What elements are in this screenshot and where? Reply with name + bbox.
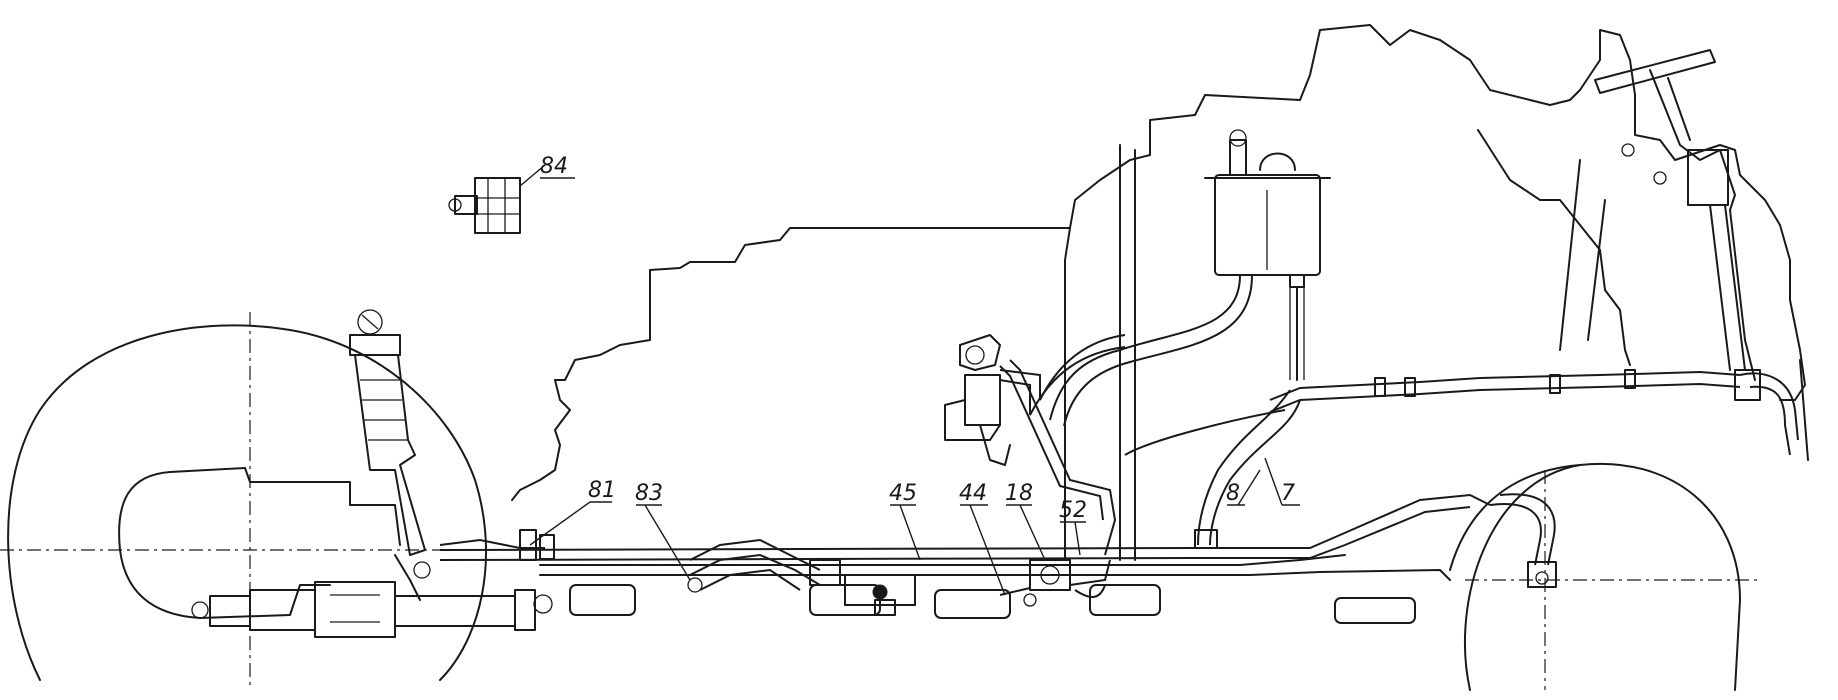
callout-84-label: 84 bbox=[540, 154, 568, 179]
reservoir-supply-hose bbox=[1049, 274, 1241, 421]
pipe-clamp bbox=[1404, 377, 1416, 397]
pipe-clamp bbox=[1374, 377, 1386, 397]
cab-inner-line bbox=[1477, 129, 1631, 366]
pump-pressure-line bbox=[999, 334, 1126, 401]
callout-44-label: 44 bbox=[959, 481, 987, 506]
callout-52-label: 52 bbox=[1059, 498, 1087, 523]
pipe-clamp bbox=[1624, 369, 1636, 389]
callout-8: 8 bbox=[1226, 469, 1261, 506]
callout-84: 84 bbox=[519, 154, 575, 187]
frame-end-line bbox=[1799, 359, 1809, 461]
callout-7: 7 bbox=[1264, 457, 1300, 506]
pump-to-frame-line bbox=[1009, 359, 1117, 556]
engine-outline bbox=[554, 154, 1151, 381]
callout-18-label: 18 bbox=[1005, 481, 1033, 506]
callout-83: 83 bbox=[635, 481, 691, 581]
callout-81-label: 81 bbox=[588, 478, 616, 503]
upper-return-line bbox=[1269, 370, 1741, 401]
callout-18: 18 bbox=[1005, 481, 1046, 561]
callout-52: 52 bbox=[1059, 498, 1087, 556]
steering-box-hose bbox=[1739, 372, 1799, 456]
callout-81: 81 bbox=[529, 478, 616, 546]
engine-lower-outline bbox=[511, 379, 571, 501]
callout-7-label: 7 bbox=[1281, 481, 1295, 506]
rear-wheel-outline bbox=[1449, 462, 1760, 691]
callout-8-label: 8 bbox=[1226, 481, 1240, 506]
oil-reservoir bbox=[1204, 129, 1331, 381]
steering-box bbox=[1734, 369, 1761, 401]
pipe-clamp bbox=[1549, 374, 1561, 394]
hydraulic-pump bbox=[944, 334, 1011, 466]
valve-block-front bbox=[439, 529, 916, 616]
cab-pillar-line bbox=[1559, 159, 1581, 351]
callout-45: 45 bbox=[889, 481, 921, 561]
front-axle-bracket bbox=[118, 467, 401, 619]
hose-8 bbox=[1124, 409, 1286, 456]
hose-7 bbox=[1209, 399, 1301, 546]
callout-45-label: 45 bbox=[889, 481, 917, 506]
cab-pillar-line-2 bbox=[1587, 199, 1606, 341]
steering-column bbox=[1594, 49, 1756, 381]
detail-84-fitting bbox=[448, 177, 521, 234]
bulkhead-line bbox=[1064, 227, 1071, 561]
chassis-frame bbox=[439, 493, 1491, 624]
callout-83-label: 83 bbox=[635, 481, 663, 506]
callout-44: 44 bbox=[959, 481, 1006, 596]
steering-power-cylinder bbox=[191, 581, 553, 638]
front-wheel-outline bbox=[0, 312, 487, 690]
front-shock-absorber bbox=[349, 309, 431, 601]
cab-outline bbox=[1149, 24, 1806, 401]
valve-block-rear bbox=[999, 559, 1111, 607]
